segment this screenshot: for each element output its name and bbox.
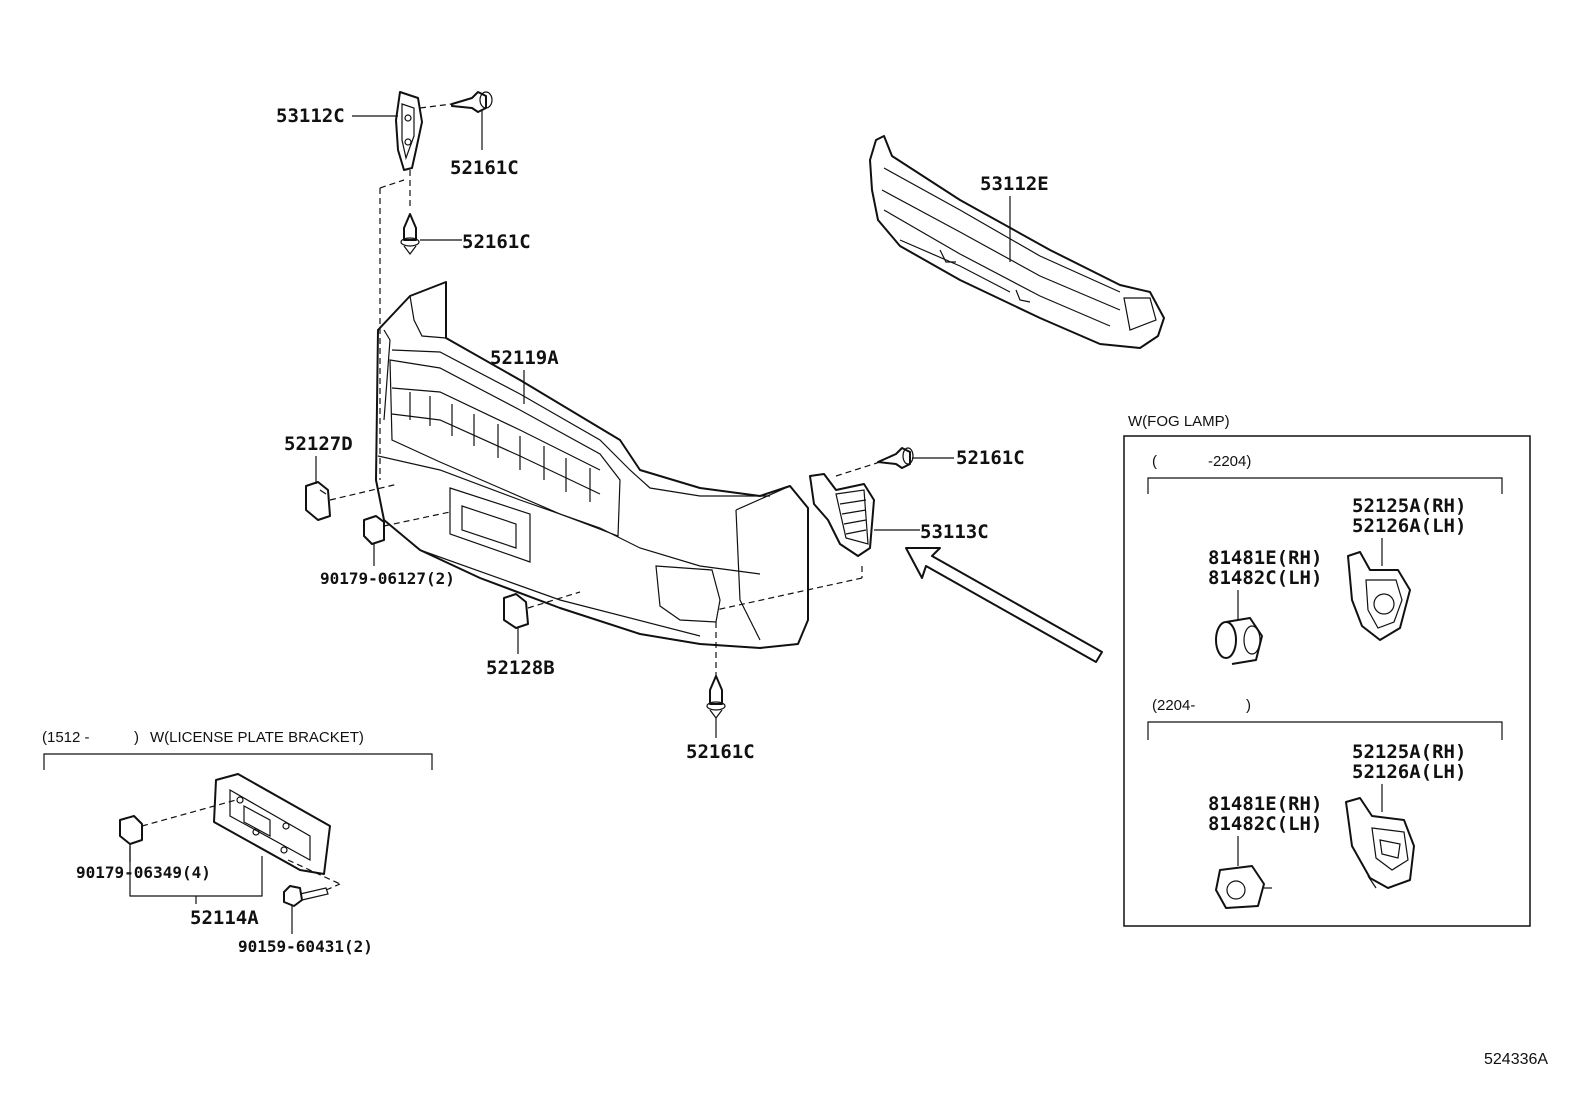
label-90159-60431: 90159-60431(2) [238, 937, 373, 956]
bezel-52125A-p2 [1345, 797, 1415, 889]
label-90179-06127: 90179-06127(2) [320, 569, 455, 588]
label-52161C-d: 52161C [686, 741, 755, 763]
clip-52161C-d [706, 675, 726, 719]
bumper-52119A [375, 281, 809, 649]
label-52161C-a: 52161C [450, 157, 519, 179]
period1-open: ( [1152, 453, 1157, 470]
fog-lamp-81481E-p1 [1215, 617, 1263, 665]
label-81482C-p2: 81482C(LH) [1208, 813, 1322, 835]
label-53112C: 53112C [276, 105, 345, 127]
nut-90179-06127 [363, 515, 385, 545]
label-90179-06349: 90179-06349(4) [76, 863, 211, 882]
label-52119A: 52119A [490, 347, 559, 369]
period2-bracket [1147, 721, 1503, 740]
bracket-53112C [395, 91, 423, 171]
license-section-title: W(LICENSE PLATE BRACKET) [150, 729, 364, 746]
cover-53113C [809, 473, 875, 557]
label-81481E-p2: 81481E(RH) [1208, 793, 1322, 815]
grille-53112E [869, 135, 1165, 349]
label-52161C-c: 52161C [956, 447, 1025, 469]
label-52114A: 52114A [190, 907, 259, 929]
label-52161C-b: 52161C [462, 231, 531, 253]
fog-lamp-box [1123, 435, 1531, 927]
period1-bracket [1147, 477, 1503, 494]
clip-52127D [305, 481, 331, 521]
clip-52161C-c [877, 447, 914, 469]
label-52126A-p2: 52126A(LH) [1352, 761, 1466, 783]
clip-52128B [503, 593, 529, 629]
clip-52161C-a [451, 91, 493, 113]
nut-90179-06349 [119, 815, 143, 845]
arrow-to-fog-lamp [905, 547, 1103, 663]
bolt-90159-60431 [283, 885, 329, 907]
label-81482C-p1: 81482C(LH) [1208, 567, 1322, 589]
license-range-start: (1512 - [42, 729, 90, 746]
diagram-id: 524336A [1484, 1051, 1548, 1068]
period1-end: -2204) [1208, 453, 1251, 470]
bezel-52125A-p1 [1347, 551, 1411, 641]
label-53112E: 53112E [980, 173, 1049, 195]
label-53113C: 53113C [920, 521, 989, 543]
label-52128B: 52128B [486, 657, 555, 679]
period2-start: (2204- [1152, 697, 1195, 714]
license-range-end: ) [134, 729, 139, 746]
period2-close: ) [1246, 697, 1251, 714]
label-52125A-p1: 52125A(RH) [1352, 495, 1466, 517]
clip-52161C-b [400, 213, 420, 255]
fog-lamp-title: W(FOG LAMP) [1128, 413, 1230, 430]
label-52125A-p2: 52125A(RH) [1352, 741, 1466, 763]
bracket-52114A [213, 773, 331, 875]
label-52126A-p1: 52126A(LH) [1352, 515, 1466, 537]
label-52127D: 52127D [284, 433, 353, 455]
license-section-bracket [43, 753, 433, 770]
label-81481E-p1: 81481E(RH) [1208, 547, 1322, 569]
fog-lamp-81481E-p2 [1215, 865, 1272, 909]
